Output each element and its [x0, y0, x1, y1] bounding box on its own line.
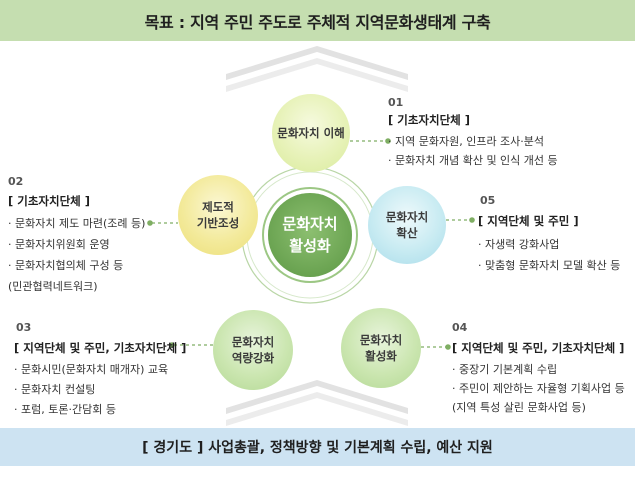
- group-03-item: · 포럼, 토론·간담회 등: [14, 403, 116, 416]
- circle-1-line1: 문화자치 이해: [277, 126, 345, 140]
- group-05-heading: [ 지역단체 및 주민 ]: [478, 214, 579, 228]
- gyeonggi-banner: [ 경기도 ] 사업총괄, 정책방향 및 기본계획 수립, 예산 지원: [0, 428, 635, 466]
- group-03-heading: [ 지역단체 및 주민, 기초자치단체 ]: [14, 341, 187, 355]
- group-03-item: · 문화자치 컨설팅: [14, 383, 96, 396]
- group-02-heading: [ 기초자치단체 ]: [8, 194, 90, 208]
- chevron-up-top-2: [226, 58, 408, 92]
- center-line1: 문화자치: [282, 215, 338, 233]
- group-05-item: · 맞춤형 문화자치 모델 확산 등: [478, 259, 621, 272]
- circle-2-line2: 기반조성: [196, 216, 240, 230]
- group-04-item: (지역 특성 살린 문화사업 등): [452, 401, 586, 414]
- group-03-number: 03: [16, 321, 32, 334]
- connector-03-dot: [169, 342, 175, 348]
- circle-2-line1: 제도적: [202, 200, 234, 214]
- circle-3-line1: 문화자치: [231, 335, 275, 349]
- group-02-item: · 문화자치 제도 마련(조례 등): [8, 217, 146, 230]
- group-05-item: · 자생력 강화사업: [478, 238, 560, 251]
- chevron-up-bottom-2: [226, 392, 408, 426]
- connector-05-dot: [469, 217, 475, 223]
- connector-02-dot: [147, 220, 153, 226]
- group-02-item: · 문화자치협의체 구성 등: [8, 259, 124, 272]
- group-03-item: · 문화시민(문화자치 매개자) 교육: [14, 363, 169, 376]
- group-04-item: · 중장기 기본계획 수립: [452, 363, 558, 376]
- group-02-item: (민관협력네트워크): [8, 280, 98, 293]
- group-05-number: 05: [480, 194, 496, 207]
- group-01-heading: [ 기초자치단체 ]: [388, 113, 470, 127]
- circle-4-line1: 문화자치: [359, 333, 403, 347]
- chevron-up-bottom: [226, 380, 408, 414]
- group-01-item: · 문화자치 개념 확산 및 인식 개선 등: [388, 154, 558, 167]
- connector-01-dot: [385, 138, 391, 144]
- group-02-number: 02: [8, 175, 24, 188]
- circle-4-line2: 활성화: [365, 349, 397, 363]
- group-04-item: · 주민이 제안하는 자율형 기획사업 등: [452, 382, 625, 395]
- connector-04-dot: [445, 344, 451, 350]
- chevron-up-top: [226, 46, 408, 80]
- group-01-item: · 지역 문화자원, 인프라 조사·분석: [388, 135, 545, 148]
- group-04-heading: [ 지역단체 및 주민, 기초자치단체 ]: [452, 341, 625, 355]
- goal-banner: 목표 : 지역 주민 주도로 주체적 지역문화생태계 구축: [0, 0, 635, 41]
- center-line2: 활성화: [289, 237, 331, 255]
- group-01-number: 01: [388, 96, 404, 109]
- circle-5-line1: 문화자치: [385, 210, 429, 224]
- group-02-item: · 문화자치위원회 운영: [8, 238, 110, 251]
- circle-5-line2: 확산: [396, 226, 418, 240]
- circle-understanding: 문화자치 이해: [272, 94, 350, 172]
- group-04-number: 04: [452, 321, 468, 334]
- circle-3-line2: 역량강화: [231, 351, 275, 365]
